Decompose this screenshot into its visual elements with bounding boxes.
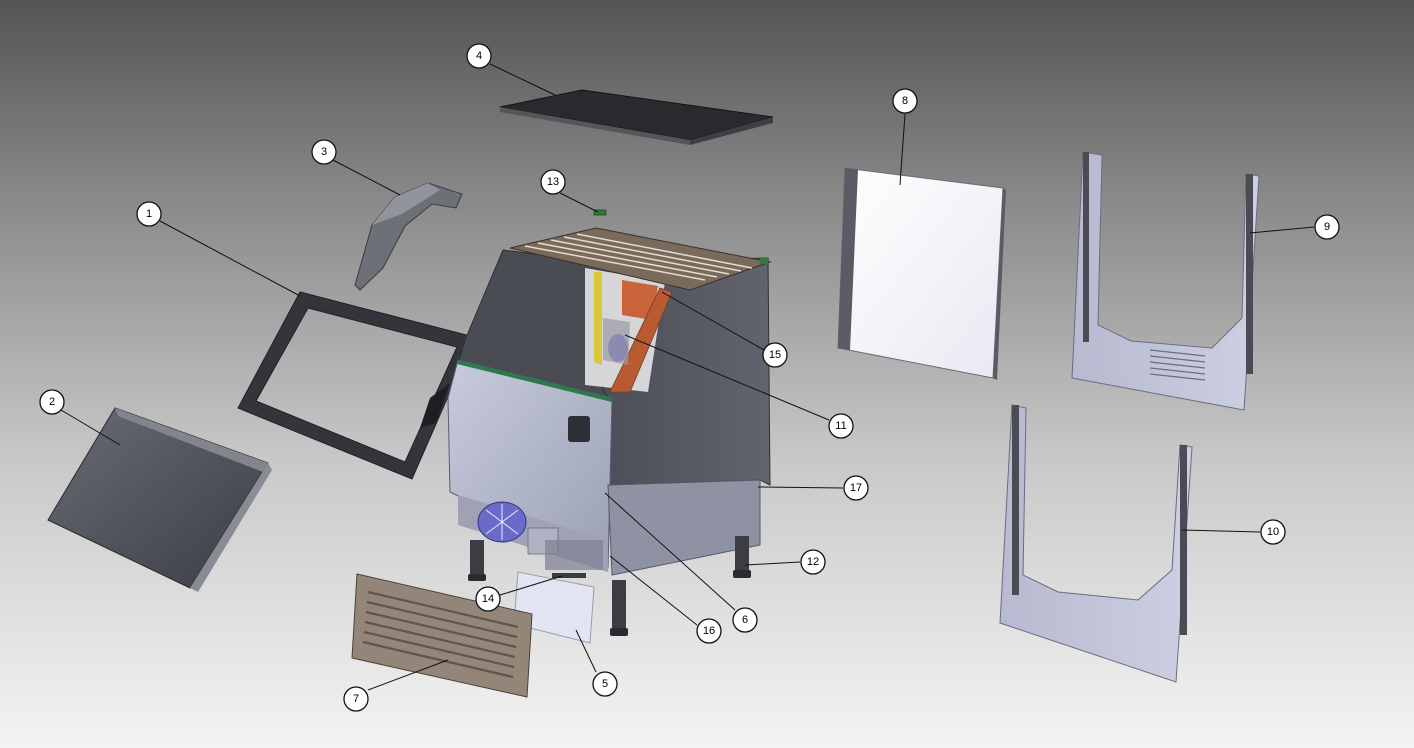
leader-line-9 (1249, 226, 1315, 234)
leader-line-5 (575, 629, 597, 673)
callout-17[interactable]: 17 (843, 475, 869, 501)
leader-line-3 (332, 159, 401, 196)
small-component-part (593, 209, 607, 216)
callout-10-label: 10 (1267, 526, 1279, 538)
callout-3[interactable]: 3 (311, 139, 337, 165)
callout-9[interactable]: 9 (1314, 214, 1340, 240)
callout-4-label: 4 (476, 50, 482, 62)
callout-9-label: 9 (1324, 221, 1330, 233)
callout-1[interactable]: 1 (136, 201, 162, 227)
leader-line-12 (744, 561, 801, 566)
callout-17-label: 17 (850, 482, 862, 494)
leader-line-6 (604, 492, 736, 611)
leader-line-4 (489, 63, 556, 96)
cabinet-assembly (447, 227, 772, 636)
leader-line-7 (367, 659, 449, 691)
callout-7[interactable]: 7 (343, 686, 369, 712)
callout-13-label: 13 (547, 176, 559, 188)
callout-12-label: 12 (807, 556, 819, 568)
callout-13[interactable]: 13 (540, 169, 566, 195)
callout-1-label: 1 (146, 208, 152, 220)
callout-5[interactable]: 5 (592, 671, 618, 697)
rear-frame-lower-part (999, 404, 1193, 683)
callout-14[interactable]: 14 (475, 586, 501, 612)
callout-12[interactable]: 12 (800, 549, 826, 575)
callout-4[interactable]: 4 (466, 43, 492, 69)
side-panel-part (837, 167, 1006, 380)
top-cover-part (499, 89, 774, 145)
door-frame-part (237, 291, 475, 480)
leader-line-2 (60, 409, 121, 446)
callout-2-label: 2 (49, 396, 55, 408)
filter-panel-part (513, 571, 595, 644)
callout-11[interactable]: 11 (828, 413, 854, 439)
callout-10[interactable]: 10 (1260, 519, 1286, 545)
leader-line-14 (499, 575, 563, 596)
callout-15[interactable]: 15 (762, 342, 788, 368)
leader-line-13 (559, 192, 599, 213)
callout-16-label: 16 (703, 625, 715, 637)
callout-3-label: 3 (321, 146, 327, 158)
callout-16[interactable]: 16 (696, 618, 722, 644)
rear-frame-upper-part (1071, 151, 1260, 411)
front-grille-part (351, 573, 533, 698)
callout-6-label: 6 (742, 614, 748, 626)
front-door-part (47, 407, 272, 592)
callout-6[interactable]: 6 (732, 607, 758, 633)
callout-14-label: 14 (482, 593, 494, 605)
leader-line-1 (159, 220, 301, 297)
leader-line-8 (899, 113, 906, 186)
callout-8[interactable]: 8 (892, 88, 918, 114)
callout-7-label: 7 (353, 693, 359, 705)
leader-line-10 (1181, 529, 1261, 533)
leader-lines (60, 63, 1315, 691)
leader-line-15 (661, 291, 765, 351)
callout-15-label: 15 (769, 349, 781, 361)
callout-5-label: 5 (602, 678, 608, 690)
leader-line-11 (624, 334, 830, 421)
bracket-part (354, 182, 463, 291)
callout-8-label: 8 (902, 95, 908, 107)
callout-11-label: 11 (835, 420, 846, 432)
callout-2[interactable]: 2 (39, 389, 65, 415)
leader-line-16 (609, 555, 698, 626)
leader-line-17 (757, 486, 844, 489)
